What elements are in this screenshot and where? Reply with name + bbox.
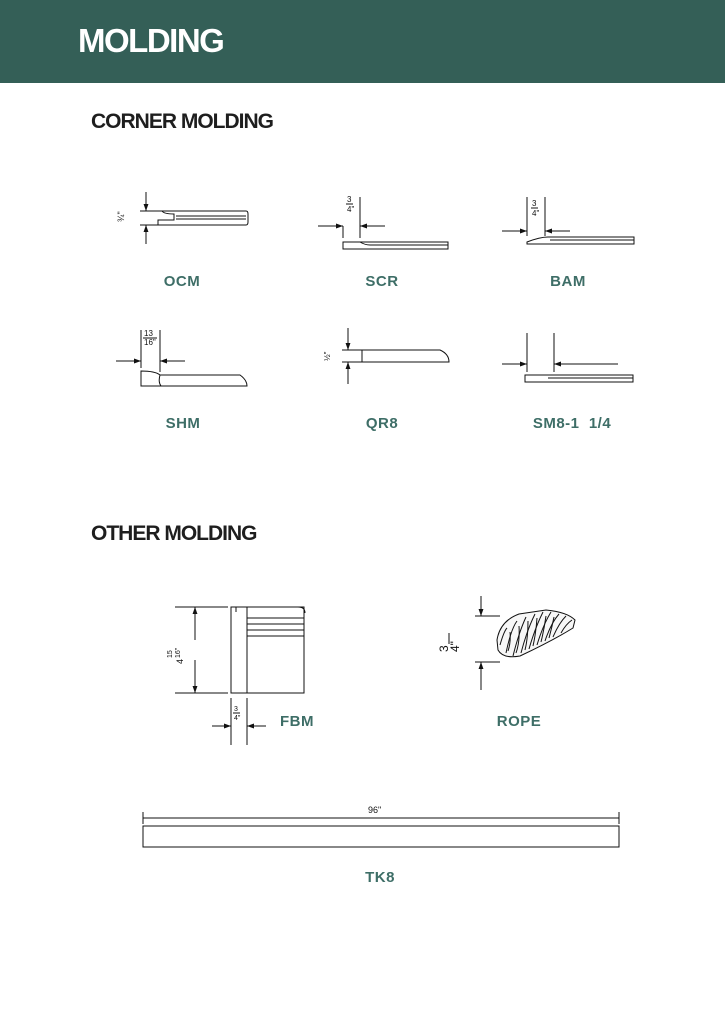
label-sm8: SM8-1 1/4	[532, 415, 612, 432]
label-ocm: OCM	[163, 273, 201, 290]
svg-text:16": 16"	[175, 647, 182, 658]
page-title: MOLDING	[78, 22, 225, 59]
ocm-profile-drawing: ¾"	[116, 192, 249, 244]
svg-text:3: 3	[437, 645, 451, 652]
svg-text:½": ½"	[323, 351, 332, 361]
svg-text:3: 3	[532, 199, 537, 208]
bam-profile-drawing: 3 4"	[502, 197, 635, 245]
svg-text:4": 4"	[448, 641, 462, 652]
label-bam: BAM	[550, 273, 586, 290]
svg-text:13: 13	[144, 329, 153, 338]
rope-profile-drawing: 3 4"	[437, 596, 576, 690]
svg-text:3: 3	[234, 706, 238, 713]
tk8-profile-drawing	[142, 812, 620, 848]
label-fbm: FBM	[280, 713, 314, 730]
label-qr8: QR8	[365, 415, 399, 432]
svg-text:3: 3	[347, 195, 352, 204]
sm8-profile-drawing	[502, 333, 634, 383]
label-shm: SHM	[165, 415, 201, 432]
svg-text:4": 4"	[234, 715, 241, 722]
page-header: MOLDING	[0, 0, 725, 83]
scr-profile-drawing: 3 4"	[318, 195, 449, 250]
shm-profile-drawing: 13 16"	[116, 329, 248, 387]
svg-text:¾": ¾"	[116, 211, 126, 222]
svg-text:4: 4	[175, 659, 185, 664]
svg-text:4": 4"	[532, 209, 539, 218]
label-tk8: TK8	[365, 869, 395, 886]
corner-molding-title: CORNER MOLDING	[91, 110, 274, 133]
svg-text:15: 15	[167, 650, 174, 658]
qr8-profile-drawing: ½"	[323, 328, 450, 384]
svg-text:4": 4"	[347, 205, 354, 214]
fbm-profile-drawing: 4 15 16" 3 4"	[167, 606, 306, 745]
label-scr: SCR	[365, 273, 399, 290]
tk8-length-label: 96"	[368, 805, 381, 815]
other-molding-title: OTHER MOLDING	[91, 522, 257, 545]
svg-text:16": 16"	[144, 338, 156, 347]
label-rope: ROPE	[496, 713, 542, 730]
